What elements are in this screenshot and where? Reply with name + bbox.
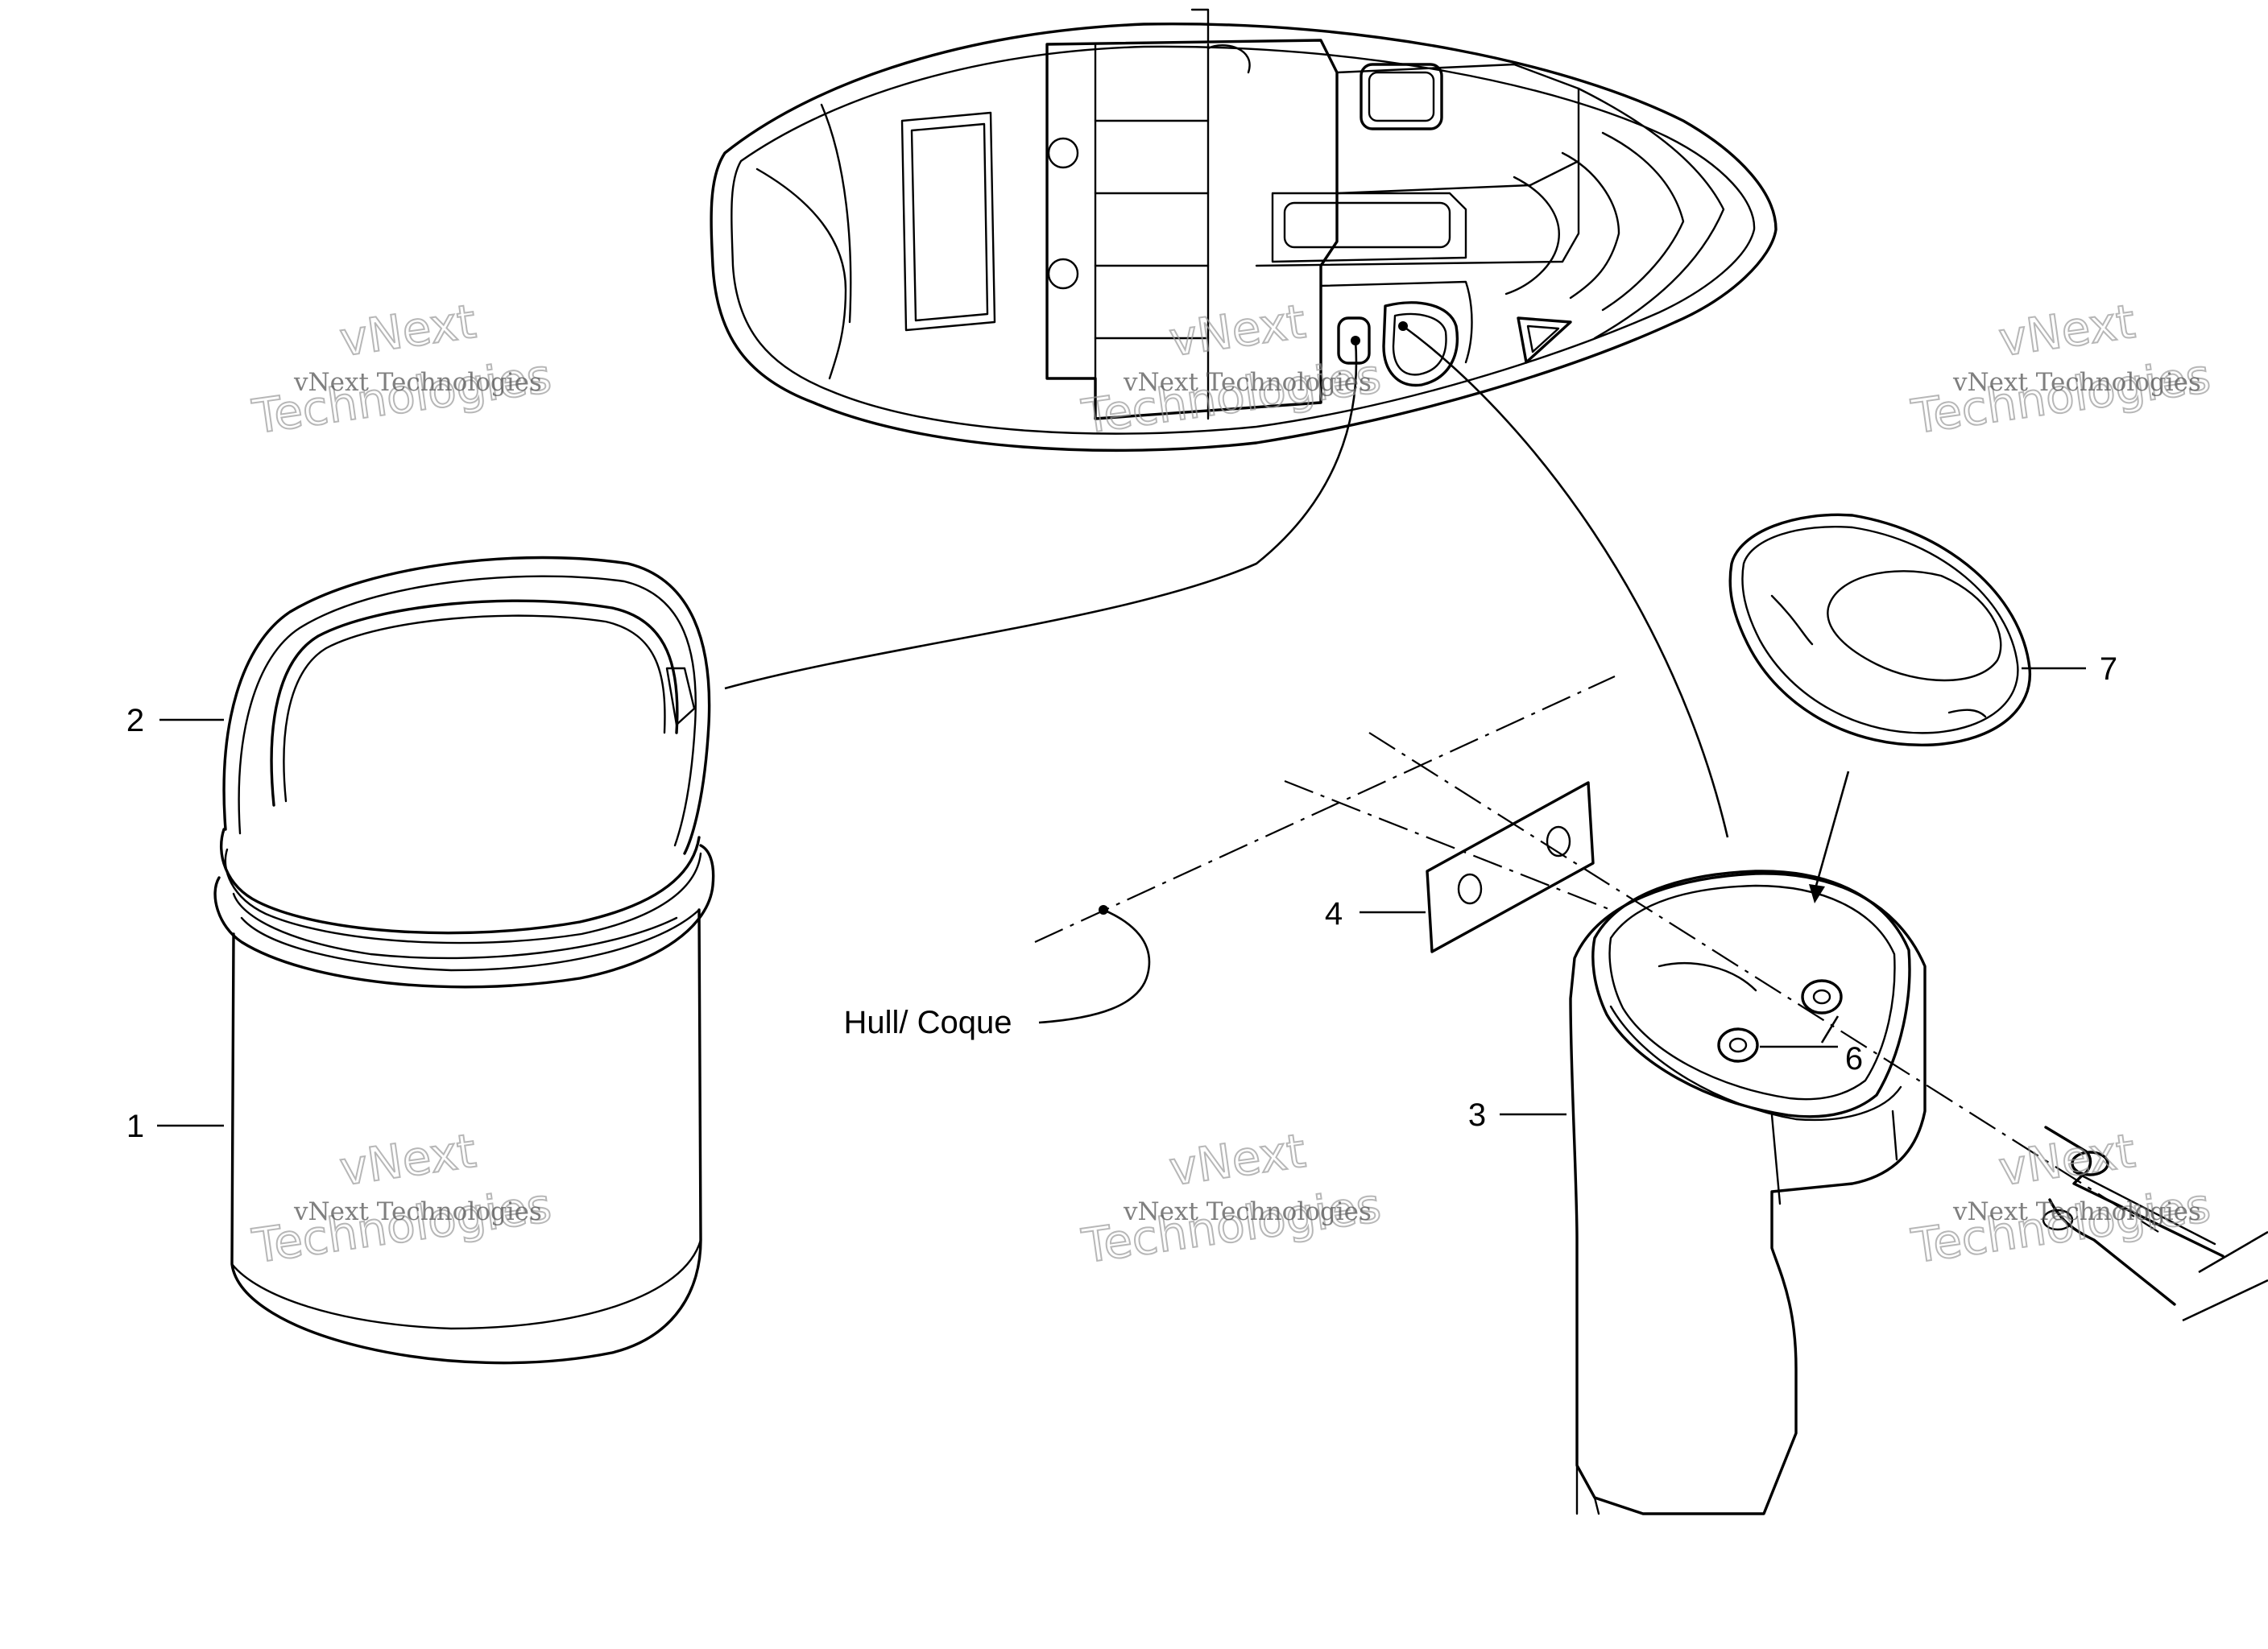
watermark-top-left: vNext Technologies vNext Technologies — [248, 293, 555, 445]
leader-boat-to-part-2 — [724, 340, 1358, 690]
callout-hull: Hull/ Coque — [843, 1005, 1012, 1040]
plate-part-4 — [1426, 781, 1595, 953]
callout-2: 2 — [126, 703, 144, 738]
centerline-plate — [1284, 779, 1612, 911]
ring-part-2 — [213, 556, 715, 989]
arrow-cap-to-reservoir — [1815, 771, 1850, 886]
watermark-text: vNext Technologies — [1123, 1197, 1372, 1226]
callout-1: 1 — [126, 1109, 144, 1144]
boat-top-view — [710, 8, 1778, 453]
watermark-vnext: vNext — [1166, 294, 1309, 367]
bag-part-1 — [230, 908, 702, 1365]
callout-6: 6 — [1845, 1041, 1863, 1077]
watermark-text: vNext Technologies — [293, 1197, 542, 1226]
watermark-text: vNext Technologies — [293, 368, 542, 397]
watermark-text: vNext Technologies — [1952, 368, 2201, 397]
watermark-text: vNext Technologies — [1952, 1197, 2201, 1226]
rivets — [2042, 1126, 2268, 1322]
callout-4: 4 — [1325, 896, 1343, 932]
leader-boat-to-part-3 — [1402, 324, 1729, 838]
callout-7: 7 — [2100, 651, 2117, 687]
reservoir-part-3 — [1569, 870, 1927, 1515]
cap-part-7 — [1728, 513, 2032, 747]
watermark-text: vNext Technologies — [1123, 368, 1372, 397]
watermark-vnext: vNext — [1166, 1123, 1309, 1196]
watermark-vnext: vNext — [1996, 294, 2138, 367]
watermark-bottom-center: vNext Technologies vNext Technologies — [1078, 1122, 1384, 1275]
watermark-top-right: vNext Technologies vNext Technologies — [1907, 293, 2214, 445]
watermark-vnext: vNext — [1996, 1123, 2138, 1196]
leader-hull — [1038, 908, 1151, 1024]
centerline-hull — [1034, 676, 1616, 943]
watermark-bottom-left: vNext Technologies vNext Technologies — [248, 1122, 555, 1275]
watermark-vnext: vNext — [337, 294, 479, 367]
watermark-vnext: vNext — [337, 1123, 479, 1196]
watermark-top-center: vNext Technologies vNext Technologies — [1078, 293, 1384, 445]
centerline-reservoir — [1368, 732, 2159, 1233]
leader-6a — [1820, 1015, 1840, 1044]
watermark-bottom-right: vNext Technologies vNext Technologies — [1907, 1122, 2214, 1275]
callout-3: 3 — [1468, 1097, 1486, 1133]
